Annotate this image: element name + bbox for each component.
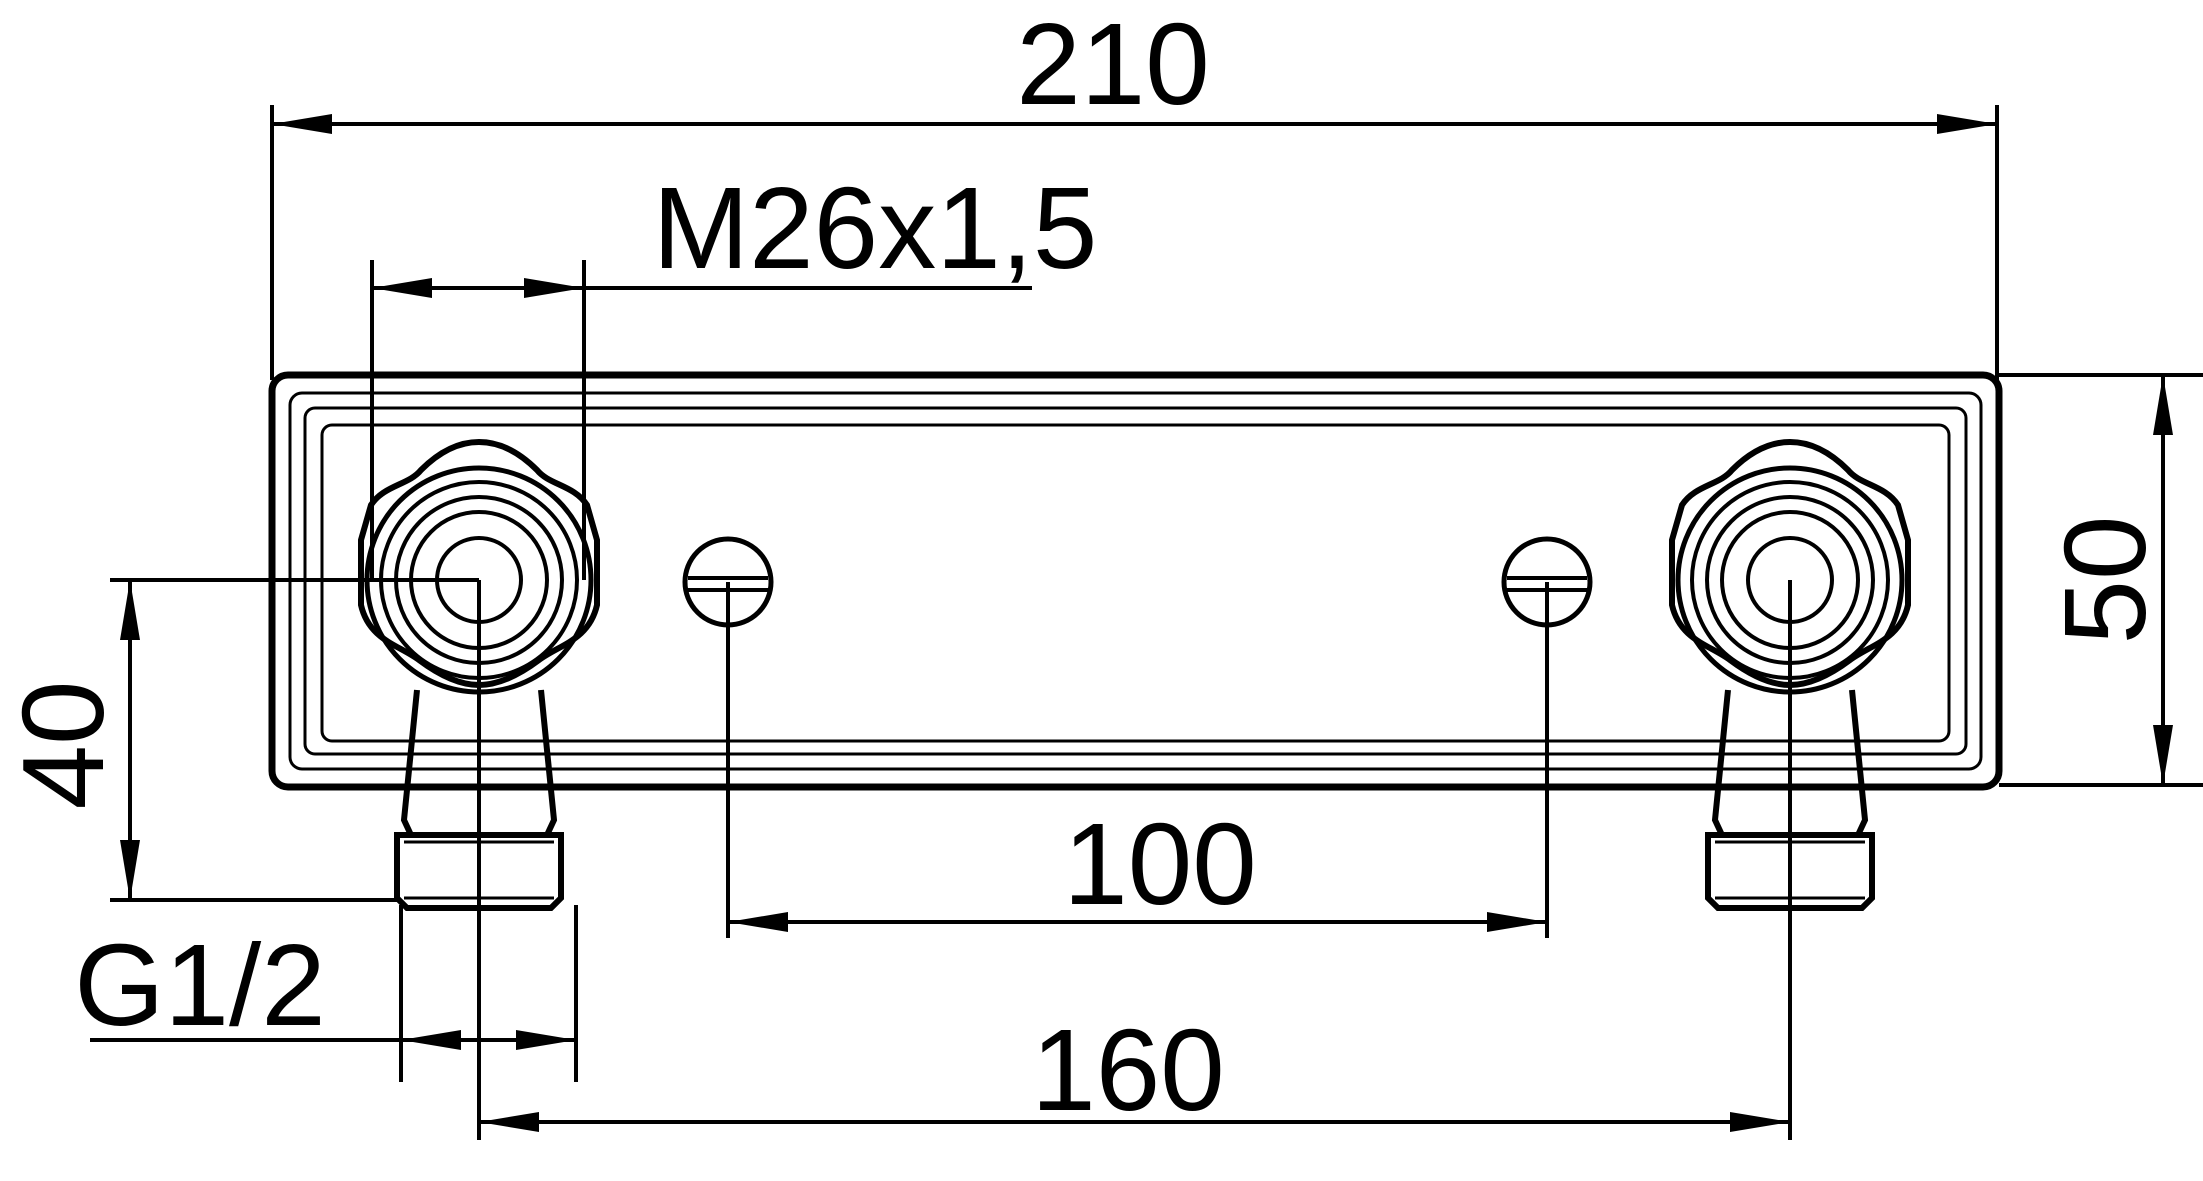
- dimension-lines: [90, 114, 2173, 1132]
- dim-thread-nut: M26x1,5: [653, 163, 1098, 293]
- dim-center-offset: 40: [0, 680, 128, 809]
- dim-screw-spacing: 100: [1063, 799, 1257, 929]
- dim-height: 50: [2040, 515, 2170, 644]
- dim-outlet-spacing: 160: [1031, 1005, 1225, 1135]
- extension-lines: [110, 105, 2203, 1140]
- dim-pipe-thread: G1/2: [74, 920, 325, 1050]
- dim-overall-width: 210: [1016, 0, 1210, 129]
- mounting-plate: [268, 371, 2003, 791]
